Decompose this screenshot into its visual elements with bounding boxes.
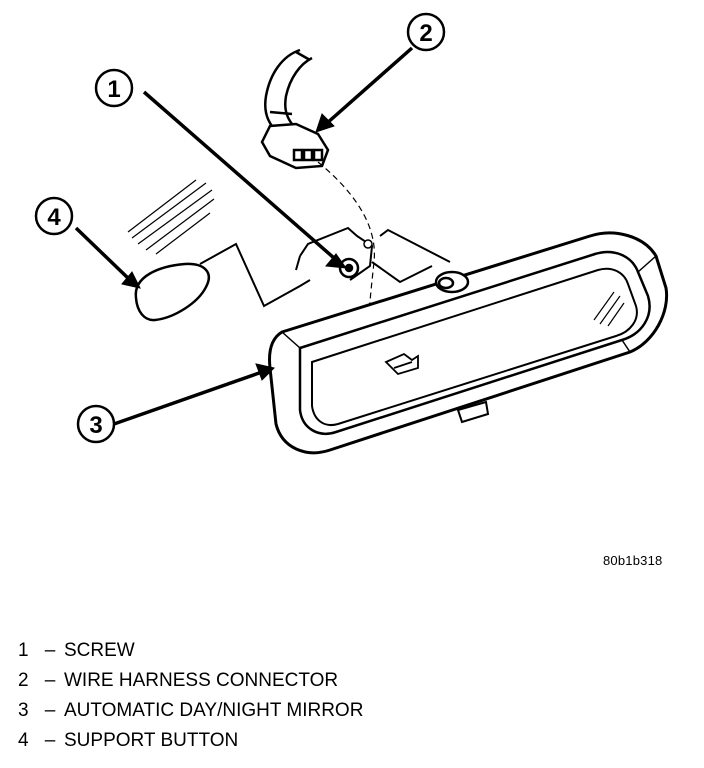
callout-1-number: 1 (107, 76, 120, 103)
figure-code: 80b1b318 (603, 553, 663, 568)
legend-label: AUTOMATIC DAY/NIGHT MIRROR (64, 700, 364, 721)
mirror-reflection (593, 291, 625, 327)
callout-3-number: 3 (89, 412, 102, 439)
arrow-2 (324, 46, 414, 126)
legend-number: 3 (18, 700, 29, 721)
legend-number: 4 (18, 730, 29, 751)
windshield-hatching (127, 179, 215, 255)
legend-label: SUPPORT BUTTON (64, 730, 239, 751)
legend-item-3: 3–AUTOMATIC DAY/NIGHT MIRROR (18, 696, 363, 726)
callout-2: 2 (406, 12, 446, 52)
callout-3: 3 (76, 404, 116, 444)
legend-item-1: 1–SCREW (18, 636, 363, 666)
legend-separator: – (44, 730, 56, 751)
legend-label: WIRE HARNESS CONNECTOR (64, 670, 339, 691)
mirror-mount-stem (434, 270, 470, 294)
callout-4: 4 (34, 196, 74, 236)
arrow-3 (113, 370, 263, 426)
mirror-diagram: 1 2 3 4 (34, 12, 669, 455)
mirror-mount-bracket (199, 226, 451, 308)
callout-4-number: 4 (47, 204, 61, 231)
mirror-lower-clip (456, 400, 490, 424)
legend-number: 1 (18, 640, 29, 661)
callout-1: 1 (94, 68, 134, 108)
legend-separator: – (44, 640, 56, 661)
arrow-4 (74, 226, 132, 282)
callout-legend: 1–SCREW 2–WIRE HARNESS CONNECTOR 3–AUTOM… (18, 636, 363, 756)
wire-harness-connector (260, 122, 330, 170)
automatic-day-night-mirror (268, 231, 669, 455)
bracket-hole (363, 239, 373, 249)
wire-harness (264, 48, 313, 127)
leader-arrows (74, 46, 414, 426)
photocell-sensor (384, 352, 419, 376)
legend-number: 2 (18, 670, 29, 691)
legend-separator: – (44, 670, 56, 691)
legend-item-2: 2–WIRE HARNESS CONNECTOR (18, 666, 363, 696)
callout-2-number: 2 (419, 20, 432, 47)
arrow-1 (142, 90, 336, 260)
legend-item-4: 4–SUPPORT BUTTON (18, 726, 363, 756)
legend-label: SCREW (64, 640, 135, 661)
legend-separator: – (44, 700, 56, 721)
support-button (134, 262, 211, 322)
